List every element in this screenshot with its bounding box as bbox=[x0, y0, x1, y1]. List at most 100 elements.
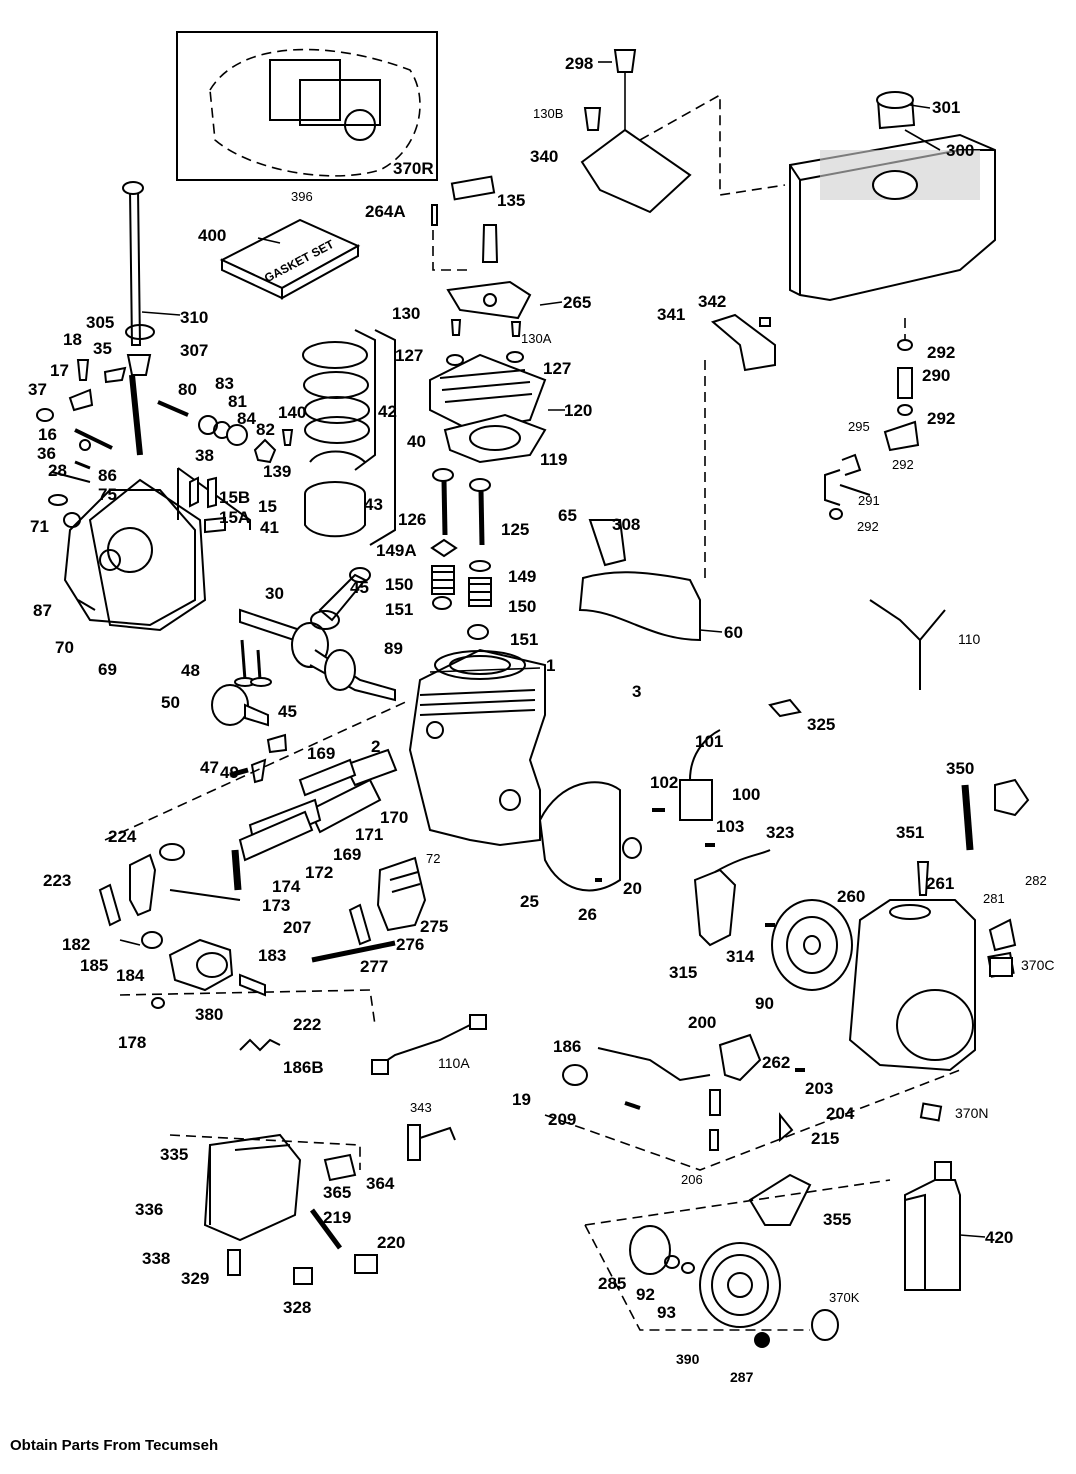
label-222: 222 bbox=[293, 1015, 321, 1034]
label-220: 220 bbox=[377, 1233, 405, 1252]
label-171: 171 bbox=[355, 825, 383, 844]
label-135: 135 bbox=[497, 191, 525, 210]
label-3: 3 bbox=[632, 682, 641, 701]
cam-gear bbox=[211, 684, 249, 726]
shroud-60 bbox=[578, 571, 701, 642]
label-182: 182 bbox=[62, 935, 90, 954]
label-151-a: 151 bbox=[385, 600, 413, 619]
label-70: 70 bbox=[55, 638, 74, 657]
label-335: 335 bbox=[160, 1145, 188, 1164]
label-127-a: 127 bbox=[395, 346, 423, 365]
label-295: 295 bbox=[848, 419, 870, 434]
label-370R: 370R bbox=[393, 159, 434, 178]
control-panel bbox=[203, 1133, 302, 1242]
label-174: 174 bbox=[272, 877, 301, 896]
label-1: 1 bbox=[546, 656, 555, 675]
label-308: 308 bbox=[612, 515, 640, 534]
label-125: 125 bbox=[501, 520, 529, 539]
label-126: 126 bbox=[398, 510, 426, 529]
label-17: 17 bbox=[50, 361, 69, 380]
label-170: 170 bbox=[380, 808, 408, 827]
label-120: 120 bbox=[564, 401, 592, 420]
label-87: 87 bbox=[33, 601, 52, 620]
label-206: 206 bbox=[681, 1172, 703, 1187]
label-75: 75 bbox=[98, 485, 117, 504]
label-127-b: 127 bbox=[543, 359, 571, 378]
label-130B: 130B bbox=[533, 106, 563, 121]
label-351: 351 bbox=[896, 823, 924, 842]
label-282: 282 bbox=[1025, 873, 1047, 888]
label-36: 36 bbox=[37, 444, 56, 463]
label-292-b: 292 bbox=[927, 409, 955, 428]
label-207: 207 bbox=[283, 918, 311, 937]
label-72: 72 bbox=[426, 851, 440, 866]
label-86: 86 bbox=[98, 466, 117, 485]
label-42: 42 bbox=[378, 402, 397, 421]
flywheel bbox=[771, 899, 853, 991]
label-203: 203 bbox=[805, 1079, 833, 1098]
label-140: 140 bbox=[278, 403, 306, 422]
label-200: 200 bbox=[688, 1013, 716, 1032]
label-47: 47 bbox=[200, 758, 219, 777]
label-149A: 149A bbox=[376, 541, 417, 560]
label-340: 340 bbox=[530, 147, 558, 166]
label-370K: 370K bbox=[829, 1290, 860, 1305]
label-323: 323 bbox=[766, 823, 794, 842]
label-342: 342 bbox=[698, 292, 726, 311]
label-298: 298 bbox=[565, 54, 593, 73]
label-338: 338 bbox=[142, 1249, 170, 1268]
label-84: 84 bbox=[237, 409, 256, 428]
leader-lines bbox=[119, 61, 986, 1238]
label-400: 400 bbox=[198, 226, 226, 245]
label-83: 83 bbox=[215, 374, 234, 393]
label-307: 307 bbox=[180, 341, 208, 360]
label-265: 265 bbox=[563, 293, 591, 312]
label-355: 355 bbox=[823, 1210, 851, 1229]
label-204: 204 bbox=[826, 1104, 855, 1123]
dipstick bbox=[128, 189, 142, 346]
label-69: 69 bbox=[98, 660, 117, 679]
label-49: 49 bbox=[220, 763, 239, 782]
label-364: 364 bbox=[366, 1174, 395, 1193]
label-300: 300 bbox=[946, 141, 974, 160]
label-396: 396 bbox=[291, 189, 313, 204]
label-183: 183 bbox=[258, 946, 286, 965]
label-173: 173 bbox=[262, 896, 290, 915]
label-25: 25 bbox=[520, 892, 539, 911]
fuel-tank bbox=[789, 91, 996, 302]
label-48: 48 bbox=[181, 661, 200, 680]
label-45-a: 45 bbox=[350, 578, 369, 597]
label-130: 130 bbox=[392, 304, 420, 323]
label-186: 186 bbox=[553, 1037, 581, 1056]
label-184: 184 bbox=[116, 966, 145, 985]
label-262: 262 bbox=[762, 1053, 790, 1072]
blower-housing bbox=[848, 899, 976, 1072]
label-420: 420 bbox=[985, 1228, 1013, 1247]
label-219: 219 bbox=[323, 1208, 351, 1227]
label-151-b: 151 bbox=[510, 630, 538, 649]
label-19: 19 bbox=[512, 1090, 531, 1109]
label-103: 103 bbox=[716, 817, 744, 836]
label-380: 380 bbox=[195, 1005, 223, 1024]
label-172: 172 bbox=[305, 863, 333, 882]
label-291: 291 bbox=[858, 493, 880, 508]
cover-265 bbox=[446, 280, 532, 320]
label-277: 277 bbox=[360, 957, 388, 976]
label-301: 301 bbox=[932, 98, 960, 117]
label-41: 41 bbox=[260, 518, 279, 537]
label-292-d: 292 bbox=[857, 519, 879, 534]
label-149: 149 bbox=[508, 567, 536, 586]
label-185: 185 bbox=[80, 956, 108, 975]
label-101: 101 bbox=[695, 732, 723, 751]
label-43: 43 bbox=[364, 495, 383, 514]
label-328: 328 bbox=[283, 1298, 311, 1317]
crankshaft bbox=[239, 608, 396, 702]
label-100: 100 bbox=[732, 785, 760, 804]
label-169-b: 169 bbox=[333, 845, 361, 864]
label-82: 82 bbox=[256, 420, 275, 439]
label-2: 2 bbox=[371, 737, 380, 756]
label-178: 178 bbox=[118, 1033, 146, 1052]
label-215: 215 bbox=[811, 1129, 839, 1148]
label-350: 350 bbox=[946, 759, 974, 778]
